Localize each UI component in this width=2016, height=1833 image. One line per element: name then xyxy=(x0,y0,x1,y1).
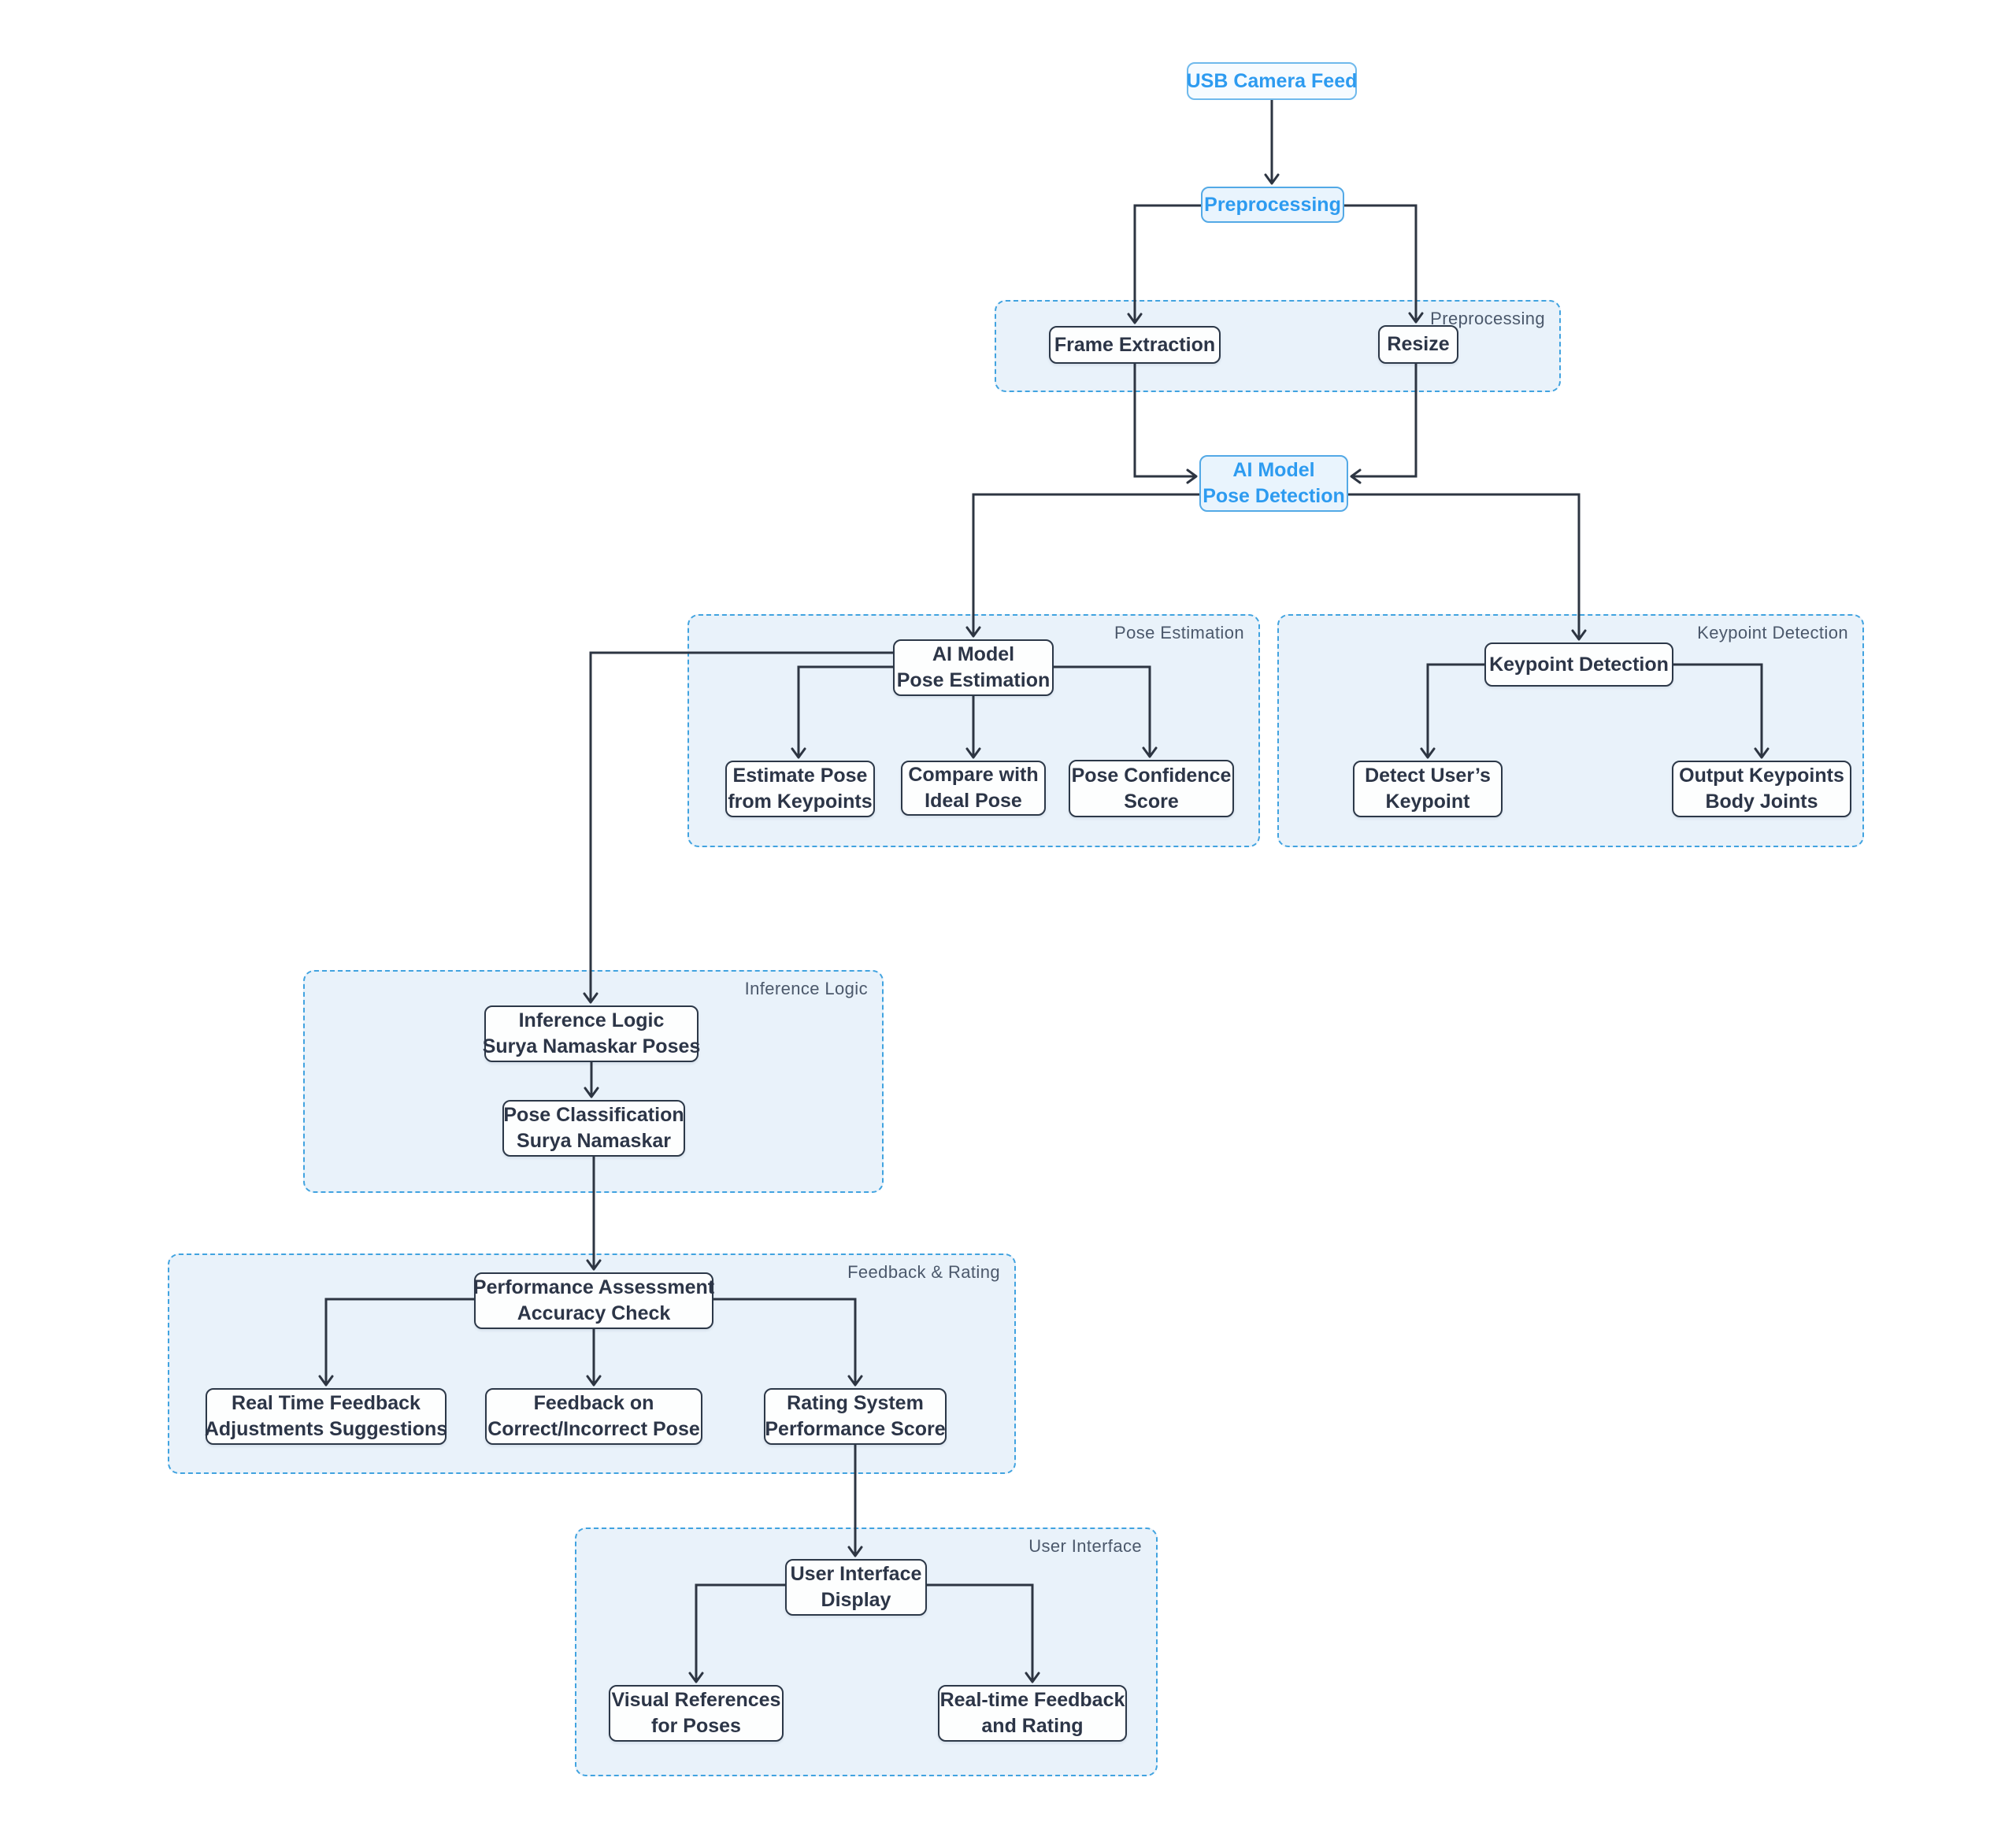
connector-pose-detection-to-pose-estimation xyxy=(965,493,1199,638)
node-ai-model-pose-estimation-line2: Pose Estimation xyxy=(896,669,1051,691)
group-preprocessing-label: Preprocessing xyxy=(1430,309,1545,328)
node-performance-assessment-line1: Performance Assessment xyxy=(472,1276,715,1298)
node-ai-model-pose-estimation: AI Model Pose Estimation xyxy=(893,639,1054,696)
connector-resize-to-pose-detection xyxy=(1350,364,1418,484)
node-pose-classification: Pose Classification Surya Namaskar xyxy=(502,1100,685,1157)
node-performance-assessment-line2: Accuracy Check xyxy=(517,1302,671,1324)
group-user-interface-label: User Interface xyxy=(1028,1536,1142,1556)
node-output-keypoints: Output Keypoints Body Joints xyxy=(1672,761,1851,817)
node-performance-assessment: Performance Assessment Accuracy Check xyxy=(472,1272,715,1329)
node-real-time-feedback: Real Time Feedback Adjustments Suggestio… xyxy=(204,1388,448,1445)
node-realtime-feedback-rating-line1: Real-time Feedback xyxy=(939,1689,1125,1711)
node-visual-references-line2: for Poses xyxy=(651,1715,741,1737)
node-output-keypoints-line1: Output Keypoints xyxy=(1679,765,1844,787)
node-frame-extraction-label: Frame Extraction xyxy=(1054,333,1216,356)
node-pose-confidence-line1: Pose Confidence xyxy=(1071,764,1232,787)
node-feedback-on-pose-line2: Correct/Incorrect Pose xyxy=(487,1418,700,1440)
node-preprocessing: Preprocessing xyxy=(1201,187,1344,223)
node-estimate-pose-line1: Estimate Pose xyxy=(732,765,868,787)
node-detect-user-keypoint-line2: Keypoint xyxy=(1385,791,1470,813)
node-inference-logic-line1: Inference Logic xyxy=(518,1009,665,1031)
node-keypoint-detection: Keypoint Detection xyxy=(1484,642,1673,687)
node-rating-system-line1: Rating System xyxy=(787,1392,924,1414)
node-pose-classification-line1: Pose Classification xyxy=(503,1104,684,1126)
node-feedback-on-pose: Feedback on Correct/Incorrect Pose xyxy=(485,1388,702,1445)
connector-performance-to-rating-system xyxy=(713,1298,863,1387)
node-inference-logic-line2: Surya Namaskar Poses xyxy=(482,1035,701,1057)
node-resize: Resize xyxy=(1378,325,1458,364)
node-ui-display-line2: Display xyxy=(821,1589,891,1611)
node-user-interface-display: User Interface Display xyxy=(785,1559,927,1616)
node-compare-with-ideal-line2: Ideal Pose xyxy=(925,790,1022,812)
node-realtime-feedback-rating-line2: and Rating xyxy=(981,1715,1084,1737)
connector-pose-detection-to-keypoint-detection xyxy=(1348,493,1587,641)
node-pose-classification-line2: Surya Namaskar xyxy=(517,1130,671,1152)
connector-pose-estimation-to-estimate-pose xyxy=(791,665,893,759)
node-detect-user-keypoint: Detect User’s Keypoint xyxy=(1353,761,1503,817)
node-ai-model-pose-detection: AI Model Pose Detection xyxy=(1199,455,1348,512)
group-keypoint-detection-label: Keypoint Detection xyxy=(1697,623,1848,642)
node-keypoint-detection-label: Keypoint Detection xyxy=(1489,653,1669,676)
connector-pose-estimation-to-inference-logic xyxy=(583,651,893,1004)
node-resize-label: Resize xyxy=(1387,333,1450,355)
connector-pose-estimation-to-pose-confidence xyxy=(1054,665,1158,758)
connector-ui-display-to-visual-references xyxy=(688,1583,785,1683)
connector-keypoint-to-output-keypoints xyxy=(1673,663,1770,759)
node-pose-confidence-score: Pose Confidence Score xyxy=(1069,760,1234,817)
node-detect-user-keypoint-line1: Detect User’s xyxy=(1365,765,1491,787)
node-compare-with-ideal-line1: Compare with xyxy=(908,764,1039,786)
node-inference-logic: Inference Logic Surya Namaskar Poses xyxy=(482,1005,701,1062)
connector-performance-to-realtime-feedback xyxy=(318,1298,474,1387)
node-rating-system-line2: Performance Score xyxy=(765,1418,946,1440)
node-visual-references: Visual References for Poses xyxy=(609,1685,784,1742)
node-rating-system: Rating System Performance Score xyxy=(764,1388,947,1445)
node-estimate-pose: Estimate Pose from Keypoints xyxy=(725,761,875,817)
node-feedback-on-pose-line1: Feedback on xyxy=(533,1392,654,1414)
group-inference-logic-label: Inference Logic xyxy=(744,979,868,998)
node-preprocessing-label: Preprocessing xyxy=(1204,193,1341,216)
node-frame-extraction: Frame Extraction xyxy=(1049,326,1221,364)
node-ui-display-line1: User Interface xyxy=(790,1563,922,1585)
node-real-time-feedback-line1: Real Time Feedback xyxy=(232,1392,421,1414)
group-pose-estimation-label: Pose Estimation xyxy=(1114,623,1244,642)
group-feedback-rating-label: Feedback & Rating xyxy=(847,1262,1000,1282)
node-pose-confidence-line2: Score xyxy=(1124,790,1179,813)
connector-keypoint-to-detect-user xyxy=(1420,663,1484,759)
node-estimate-pose-line2: from Keypoints xyxy=(728,791,873,813)
node-visual-references-line1: Visual References xyxy=(611,1689,781,1711)
node-ai-model-pose-estimation-line1: AI Model xyxy=(932,643,1015,665)
connector-preprocessing-to-resize xyxy=(1344,204,1424,324)
node-output-keypoints-line2: Body Joints xyxy=(1705,791,1818,813)
node-realtime-feedback-rating: Real-time Feedback and Rating xyxy=(938,1685,1127,1742)
node-usb-camera-feed-label: USB Camera Feed xyxy=(1186,69,1358,92)
node-ai-model-pose-detection-line2: Pose Detection xyxy=(1203,485,1345,507)
node-compare-with-ideal-pose: Compare with Ideal Pose xyxy=(901,761,1046,816)
connector-frame-extraction-to-pose-detection xyxy=(1133,363,1198,484)
connector-ui-display-to-realtime-rating xyxy=(927,1583,1040,1683)
node-real-time-feedback-line2: Adjustments Suggestions xyxy=(204,1418,448,1440)
connector-preprocessing-to-frame-extraction xyxy=(1127,204,1201,324)
node-ai-model-pose-detection-line1: AI Model xyxy=(1232,459,1315,481)
node-usb-camera-feed: USB Camera Feed xyxy=(1187,62,1357,100)
